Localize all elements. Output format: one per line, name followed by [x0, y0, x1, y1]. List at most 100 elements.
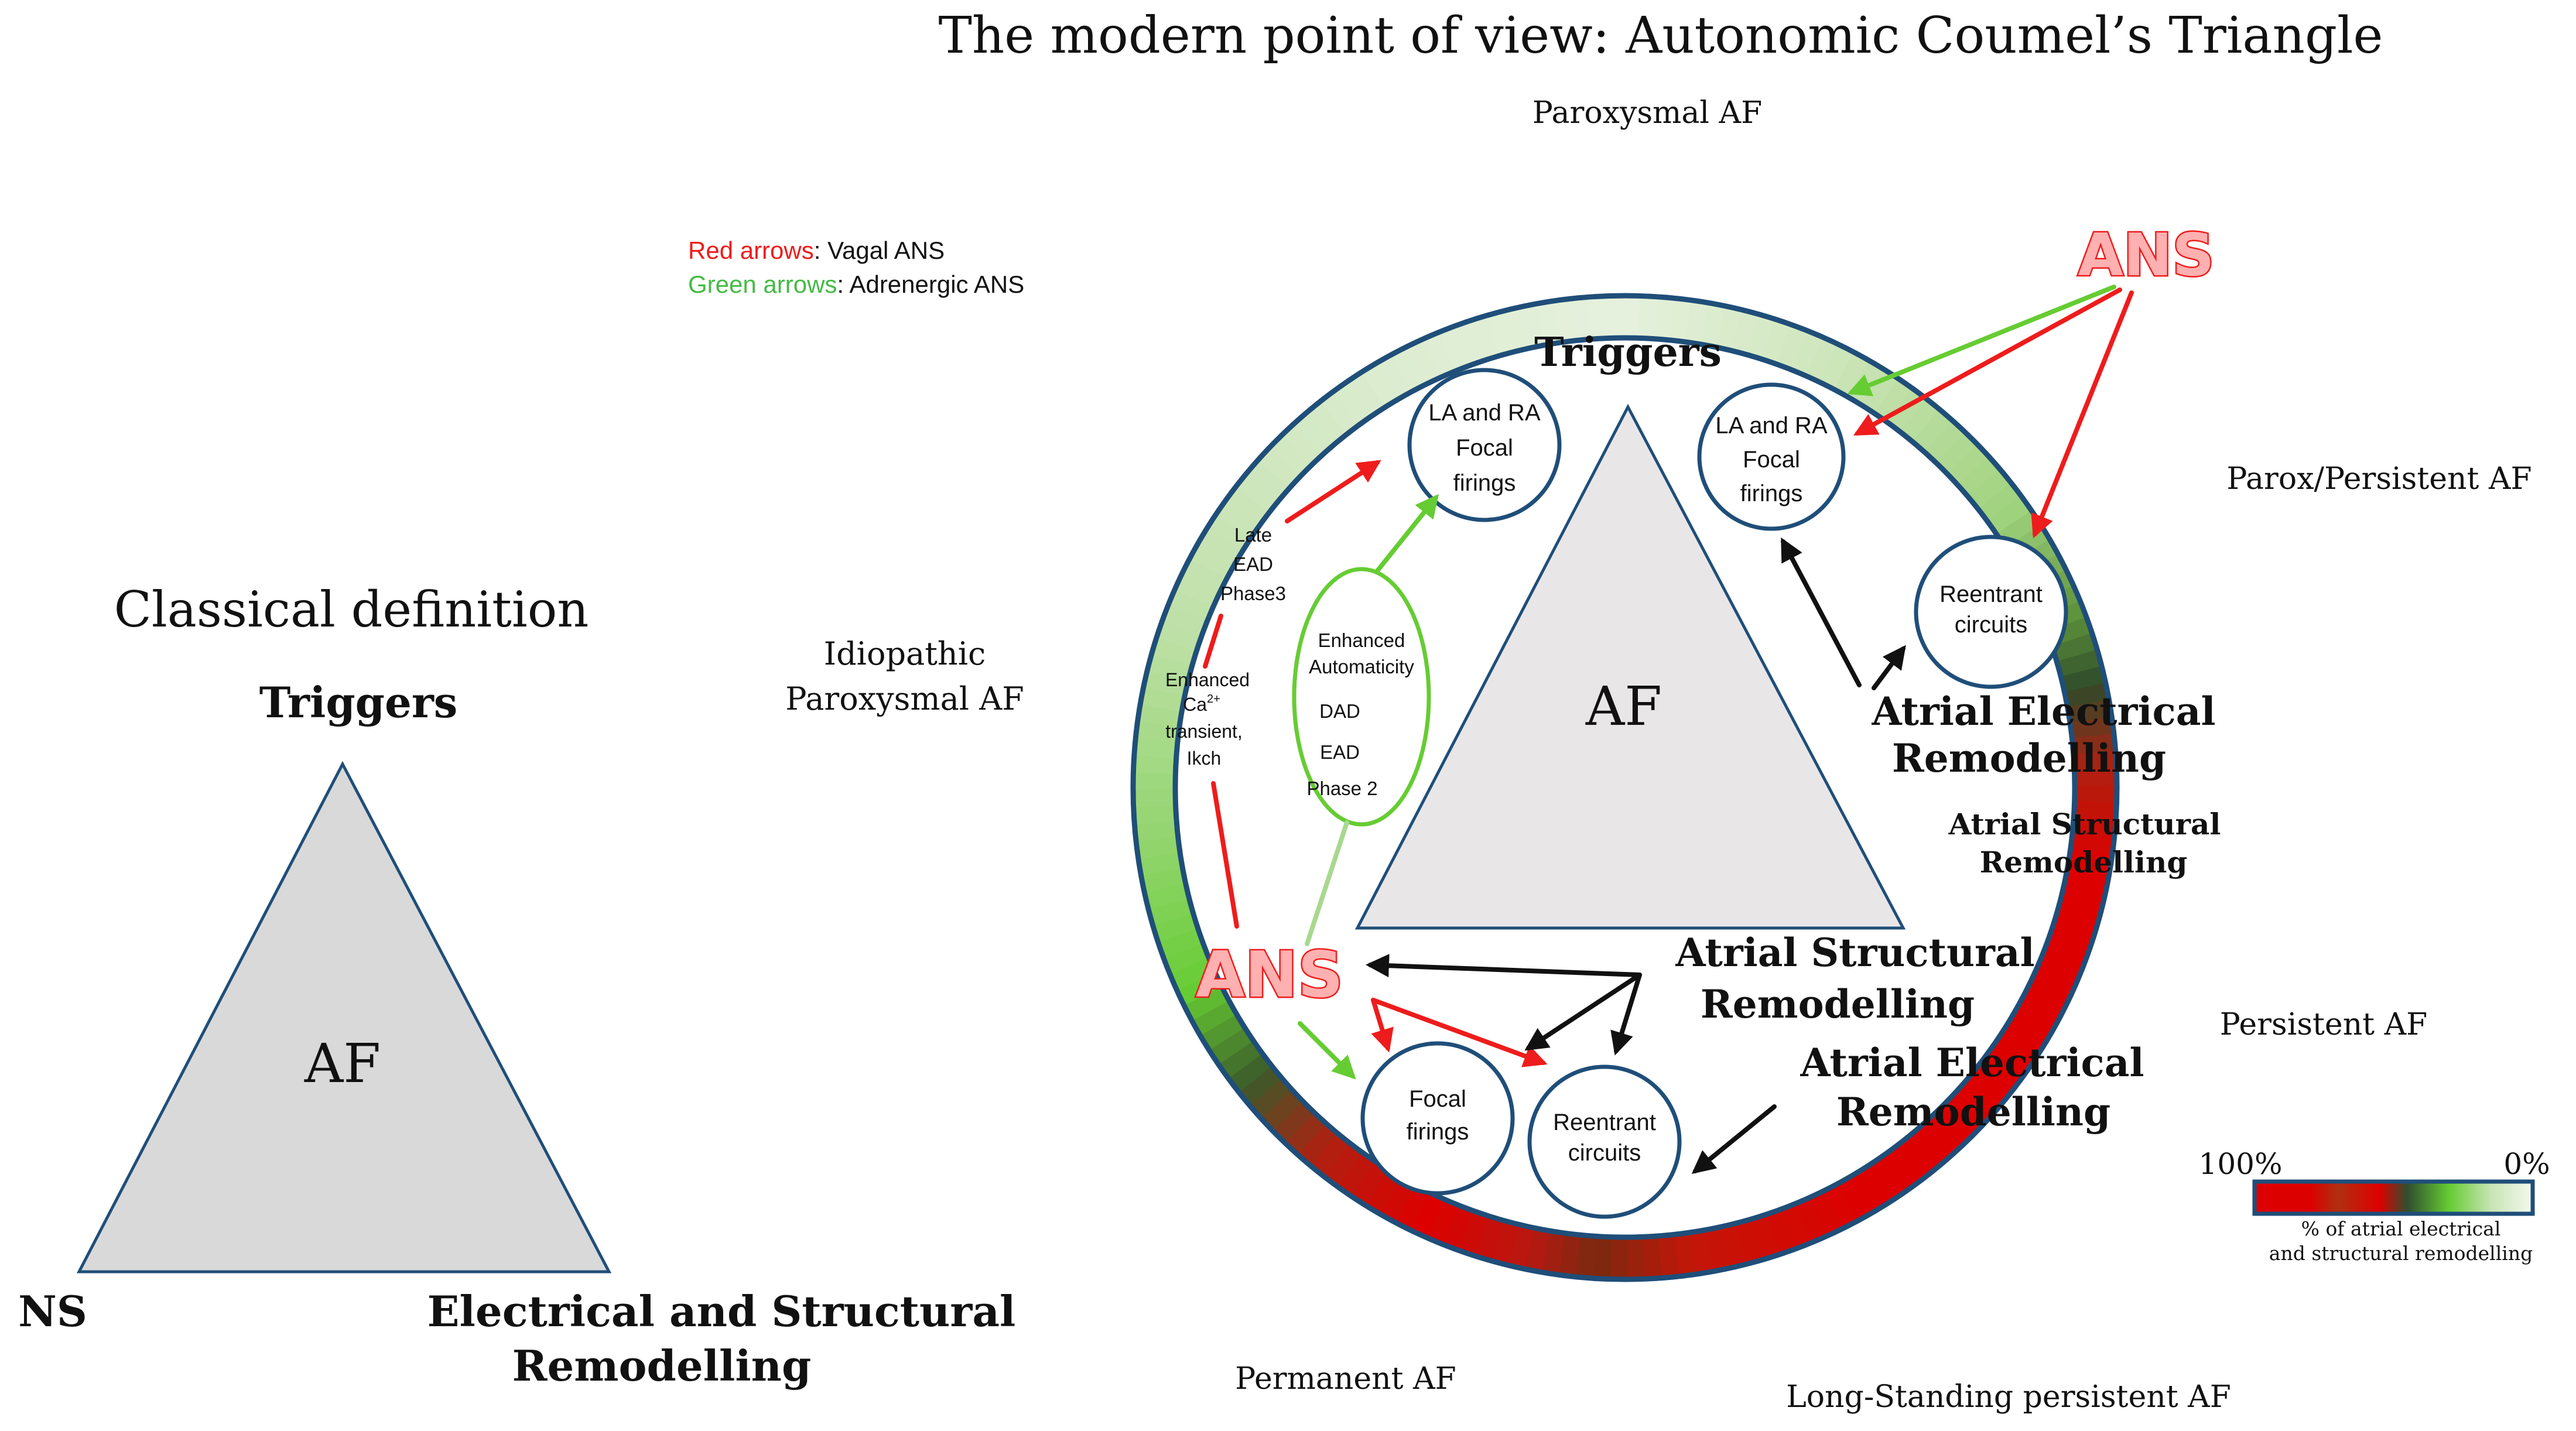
remodelling-labels: Atrial Electrical Remodelling Atrial Str… [1675, 689, 2221, 1135]
late-ead-line2: EAD [1233, 553, 1273, 575]
arrow-red-ans-to-focal-bottom [1371, 998, 1394, 1053]
reentrant-upper-line1: Reentrant [1939, 581, 2043, 607]
enhanced-ca-line4: Ikch [1187, 748, 1222, 769]
enhanced-ca-line1: Enhanced [1165, 669, 1250, 690]
modern-triangle [1354, 403, 1906, 930]
legend-green-label: Green arrows [688, 271, 837, 298]
arrow-red-ans-top-to-focal-right [1853, 287, 2122, 436]
automaticity-line1: Enhanced [1318, 629, 1405, 651]
stage-long-standing: Long-Standing persistent AF [1786, 1379, 2231, 1415]
ans-label-top-right: ANS [2078, 221, 2214, 289]
classical-triangle [76, 761, 612, 1273]
focal-left-line1: LA and RA [1428, 400, 1541, 426]
node-focal-firings-left: LA and RA Focal firings [1407, 368, 1562, 522]
arrow-red-ans-to-ca [1211, 781, 1239, 929]
arrow-black-structural-to-reentrant [1610, 973, 1642, 1056]
reentrant-bottom-line2: circuits [1568, 1140, 1641, 1166]
automaticity-line2: Automaticity [1309, 656, 1414, 677]
reentrant-bottom-line1: Reentrant [1553, 1110, 1656, 1135]
focal-right-line2: Focal [1743, 447, 1800, 473]
arrow-black-structural-to-focal [1524, 973, 1642, 1051]
modern-triggers-label: Triggers [1534, 329, 1722, 376]
stage-paroxysmal: Paroxysmal AF [1532, 95, 1762, 131]
classical-remodelling-line1: Electrical and Structural [427, 1286, 1016, 1336]
classical-af-label: AF [304, 1032, 381, 1095]
arrow-black-aer-to-reentrant-upper [1872, 645, 1906, 690]
aer-right-line2: Remodelling [1892, 735, 2166, 781]
aer-bottom-line2: Remodelling [1836, 1089, 2110, 1135]
automaticity-line4: EAD [1320, 741, 1360, 763]
classical-section: Classical definition Triggers AF NS Elec… [18, 581, 1015, 1391]
asr-bottom-line1: Atrial Structural [1675, 930, 2034, 975]
ans-label-left: ANS [1196, 939, 1343, 1012]
stage-idiopathic-line1: Idiopathic [824, 635, 986, 672]
asr-bottom-line2: Remodelling [1701, 981, 1975, 1027]
late-ead-line1: Late [1234, 524, 1272, 546]
arrow-green-ans-to-ellipse [1305, 820, 1349, 946]
remodelling-scale: 100% 0% % of atrial electrical and struc… [2199, 1147, 2550, 1265]
scale-gradient-bar [2252, 1179, 2535, 1216]
enhanced-ca-superscript: 2+ [1207, 693, 1220, 706]
stage-idiopathic-line2: Paroxysmal AF [785, 680, 1024, 717]
arrow-black-aer-to-focal-right [1781, 537, 1862, 687]
asr-right-line2: Remodelling [1980, 845, 2188, 879]
svg-text:Ca2+: Ca2+ [1183, 693, 1220, 715]
node-enhanced-automaticity: Enhanced Automaticity DAD EAD Phase 2 [1292, 567, 1431, 827]
focal-left-line2: Focal [1456, 435, 1513, 461]
node-reentrant-circuits-upper: Reentrant circuits [1914, 535, 2068, 689]
automaticity-line3: DAD [1319, 700, 1360, 722]
focal-right-line1: LA and RA [1715, 413, 1828, 439]
scale-caption-line2: and structural remodelling [2269, 1242, 2533, 1265]
arrow-red-ans-to-reentrant-bottom [1371, 998, 1548, 1067]
classical-heading: Classical definition [114, 581, 589, 638]
arrow-black-structural-to-ans [1366, 954, 1642, 978]
svg-text:Green arrows: Adrenergic ANS: Green arrows: Adrenergic ANS [688, 271, 1024, 298]
arrow-green-ans-top-to-focal-right [1847, 285, 2116, 396]
late-ead-label: Late EAD Phase3 [1220, 524, 1286, 604]
enhanced-ca-line3: transient, [1165, 721, 1243, 742]
focal-bottom-line2: firings [1407, 1119, 1469, 1145]
arrow-red-ca-to-late-ead [1203, 614, 1223, 669]
automaticity-line5: Phase 2 [1306, 778, 1377, 799]
arrows [1203, 285, 2134, 1175]
asr-right-line1: Atrial Structural [1948, 807, 2221, 841]
arrow-green-ans-to-focal-bottom [1298, 1021, 1356, 1080]
ring-outer-border [1130, 293, 2120, 1282]
node-focal-firings-bottom: Focal firings [1360, 1041, 1515, 1196]
stage-parox-persistent: Parox/Persistent AF [2226, 461, 2531, 497]
scale-min-label: 0% [2503, 1147, 2550, 1181]
scale-caption-line1: % of atrial electrical [2301, 1217, 2501, 1240]
node-focal-firings-right: LA and RA Focal firings [1697, 382, 1846, 531]
aer-bottom-line1: Atrial Electrical [1800, 1040, 2144, 1086]
stage-permanent: Permanent AF [1235, 1361, 1456, 1396]
modern-triangle-group: Triggers AF [1354, 329, 1906, 930]
classical-triggers-label: Triggers [259, 677, 458, 727]
node-reentrant-circuits-bottom: Reentrant circuits [1527, 1064, 1682, 1219]
focal-right-line3: firings [1740, 481, 1803, 506]
legend-red-label: Red arrows [688, 237, 814, 264]
late-ead-line3: Phase3 [1220, 583, 1286, 604]
page-title: The modern point of view: Autonomic Coum… [939, 6, 2383, 65]
focal-bottom-line1: Focal [1409, 1086, 1466, 1112]
svg-text:Red arrows: Vagal ANS: Red arrows: Vagal ANS [688, 237, 945, 264]
arrow-red-late-ead-to-focal [1285, 460, 1381, 523]
enhanced-ca-label: Enhanced Ca2+ transient, Ikch [1165, 669, 1250, 769]
enhanced-ca-line2: Ca [1183, 694, 1207, 715]
legend-red-text: : Vagal ANS [814, 237, 945, 264]
focal-left-line3: firings [1453, 470, 1516, 496]
ring-gradient [1134, 296, 2116, 1279]
stage-labels: Paroxysmal AF Idiopathic Paroxysmal AF P… [785, 95, 2531, 1415]
classical-remodelling-line2: Remodelling [512, 1341, 812, 1391]
arrow-black-electrical-to-reentrant [1691, 1104, 1777, 1175]
stage-persistent: Persistent AF [2220, 1007, 2428, 1042]
arrow-legend: Red arrows: Vagal ANS Green arrows: Adre… [688, 237, 1024, 298]
aer-right-line1: Atrial Electrical [1871, 689, 2215, 734]
scale-max-label: 100% [2199, 1147, 2283, 1181]
arrow-green-ellipse-to-focal [1375, 494, 1439, 573]
arrow-red-ans-top-to-reentrant [2031, 290, 2134, 539]
legend-green-text: : Adrenergic ANS [837, 271, 1024, 298]
classical-ns-label: NS [18, 1286, 87, 1336]
reentrant-upper-line2: circuits [1955, 612, 2027, 638]
modern-af-label: AF [1585, 675, 1662, 738]
